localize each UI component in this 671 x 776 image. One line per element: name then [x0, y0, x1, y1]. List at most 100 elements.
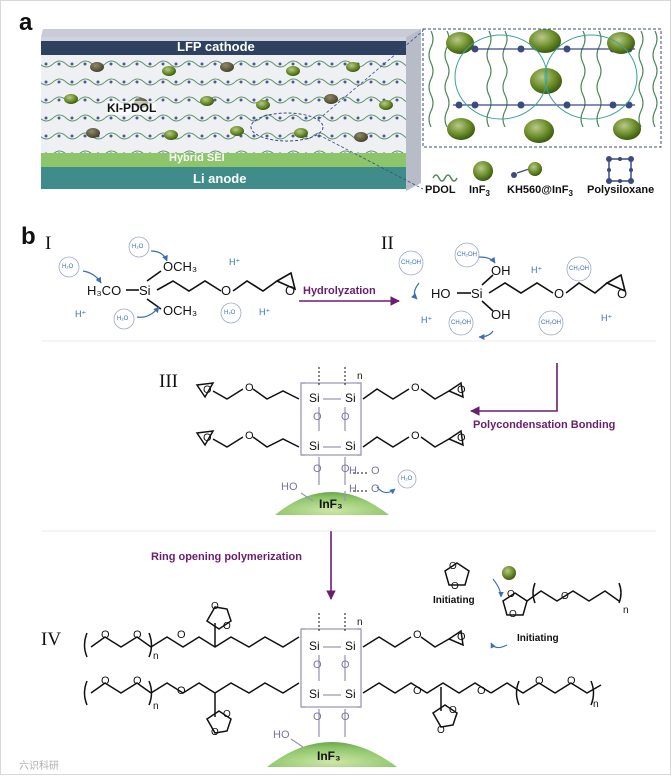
- zoom-line-bottom: [318, 134, 424, 190]
- m4-o-14: O: [449, 705, 457, 716]
- step-1-label: I: [45, 233, 52, 254]
- initiator-particle: [502, 566, 516, 580]
- h2o-3: H₂O: [117, 316, 129, 322]
- m3-o-bridge-4: O: [341, 463, 350, 475]
- zoom-ellipse: [250, 112, 324, 142]
- m4-o-bridge-4: O: [341, 711, 350, 723]
- hplus-2: H⁺: [75, 309, 87, 319]
- m4-o-1: O: [101, 629, 110, 641]
- monomer-o-3: O: [507, 589, 515, 600]
- m4-o-3: O: [177, 629, 186, 641]
- m4-surface-ho: HO: [273, 729, 290, 741]
- monomer-o-5: O: [561, 591, 569, 602]
- ch2oh-1: CH₂OH: [401, 260, 421, 266]
- hydrolyzation-label: Hydrolyzation: [303, 285, 376, 297]
- legend-pdol: PDOL: [425, 184, 456, 196]
- polysiloxane-core-3: [300, 382, 362, 485]
- panel-a-label: a: [19, 9, 33, 36]
- m3-si-4: Si: [345, 439, 356, 453]
- monomer-o-4: O: [509, 609, 517, 620]
- legend-polysiloxane: Polysiloxane: [587, 184, 655, 196]
- monomer-o-2: O: [451, 581, 459, 592]
- m3-epoxide-o-3: O: [203, 432, 212, 444]
- legend-kh560: KH560@InF3: [507, 184, 573, 199]
- polycondensation-arrow: [470, 363, 558, 416]
- inf3-surface-3: [275, 492, 389, 515]
- m4-o-bridge-3: O: [313, 711, 322, 723]
- m3-epoxide-o-4: O: [457, 432, 466, 444]
- m4-o-8: O: [133, 675, 142, 687]
- watermark: 六识科研: [19, 761, 59, 772]
- ch2oh-3: CH₂OH: [569, 266, 589, 272]
- m3-si-1: Si: [309, 391, 320, 405]
- m3-ether-o-4: O: [411, 430, 420, 442]
- zoom-inset: [422, 28, 662, 148]
- m4-o-16: O: [535, 675, 544, 687]
- monomer-n: n: [623, 605, 629, 616]
- m4-n-2: n: [357, 617, 363, 628]
- m4-o-13: O: [437, 725, 445, 736]
- hplus-3: H⁺: [259, 307, 271, 317]
- m3-o-bridge-3: O: [313, 463, 322, 475]
- inf3-legend-icon: [473, 161, 493, 181]
- m2-hydroxyl-bottom: OH: [491, 307, 511, 322]
- m2-ether-o: O: [554, 286, 565, 301]
- m4-n-1: n: [153, 651, 159, 662]
- m4-o-6: O: [413, 629, 422, 641]
- m3-ether-o-2: O: [411, 382, 420, 394]
- m3-h-1: H: [349, 465, 357, 477]
- m3-n-1: n: [357, 371, 363, 382]
- m4-o-4: O: [211, 601, 219, 612]
- step-3-label: III: [159, 371, 178, 392]
- initiating-label-1: Initiating: [433, 595, 475, 606]
- m4-o-11: O: [223, 709, 231, 720]
- h2o-2: H₂O: [132, 244, 144, 250]
- m4-o-2: O: [133, 629, 142, 641]
- step-2-label: II: [381, 233, 394, 254]
- m4-inf3-label: InF₃: [317, 749, 341, 763]
- battery-particles: [64, 62, 393, 142]
- panel-b-label: b: [21, 223, 36, 250]
- m4-si-1: Si: [309, 639, 320, 653]
- m4-epoxide-o: O: [457, 631, 466, 643]
- dioxolane-monomer-2: [502, 582, 622, 616]
- zoom-line-top: [318, 30, 424, 120]
- m4-o-bridge-2: O: [341, 659, 350, 671]
- m3-o-water-1: O: [371, 465, 380, 477]
- electrolyte-label: KI-PDOL: [107, 101, 157, 115]
- m3-surface-ho: HO: [281, 481, 298, 493]
- m1-epoxide-o: O: [285, 283, 296, 298]
- m3-o-bridge-1: O: [313, 411, 322, 423]
- m1-methoxy-top: OCH₃: [163, 259, 198, 274]
- polycondensation-label: Polycondensation Bonding: [473, 419, 616, 431]
- ch2oh-5: CH₂OH: [541, 320, 561, 326]
- m4-o-10: O: [211, 727, 219, 738]
- h2o-5: H₂O: [401, 476, 413, 482]
- cathode-label: LFP cathode: [177, 39, 255, 54]
- m3-o-water-2: O: [371, 483, 380, 495]
- m4-o-bridge-1: O: [313, 659, 322, 671]
- m3-ether-o-1: O: [245, 382, 254, 394]
- m3-si-2: Si: [345, 391, 356, 405]
- pdol-legend-icon: [432, 174, 458, 182]
- m3-h-2: H: [349, 483, 357, 495]
- m2-hydroxyl-left: HO: [431, 286, 451, 301]
- water-bubbles-step1: [58, 236, 242, 330]
- m4-si-3: Si: [309, 687, 320, 701]
- m1-methoxy-bottom: OCH₃: [163, 303, 198, 318]
- hplus-4: H⁺: [531, 265, 543, 275]
- anode-label: Li anode: [193, 171, 247, 186]
- kh560-legend-icon: [511, 172, 517, 178]
- step-4-label: IV: [41, 629, 62, 650]
- battery-schematic: [41, 29, 421, 191]
- molecule-3: [195, 381, 464, 448]
- m4-n-3: n: [153, 701, 159, 712]
- m4-o-9: O: [177, 685, 186, 697]
- reaction-arrows-step1: [82, 250, 168, 318]
- cathode-layer: [41, 41, 406, 55]
- hplus-5: H⁺: [421, 315, 433, 325]
- hplus-6: H⁺: [601, 313, 613, 323]
- initiating-label-2: Initiating: [517, 633, 559, 644]
